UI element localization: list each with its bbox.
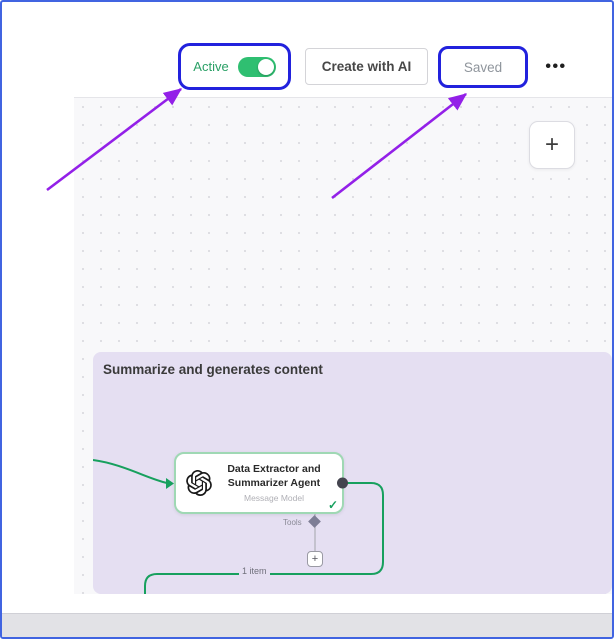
output-connector[interactable]: [337, 477, 348, 489]
node-text: Data Extractor and Summarizer Agent Mess…: [214, 463, 334, 502]
wire-items-label: 1 item: [239, 566, 270, 576]
openai-icon: [186, 470, 212, 496]
success-check-icon: ✓: [327, 498, 338, 512]
connection-wires: [93, 459, 384, 594]
input-wire: [93, 459, 168, 484]
add-tool-button[interactable]: +: [307, 551, 323, 567]
node-title: Data Extractor and Summarizer Agent: [227, 463, 321, 489]
create-with-ai-button[interactable]: Create with AI: [305, 48, 428, 85]
sticky-note-title: Summarize and generates content: [103, 362, 323, 377]
window-bottom-edge: [2, 613, 612, 637]
toggle-knob: [257, 58, 274, 75]
active-toggle[interactable]: [237, 56, 276, 77]
node-subtitle: Message Model: [243, 492, 304, 503]
input-arrowhead: [166, 478, 174, 489]
tools-connector-label: Tools: [283, 518, 302, 527]
annotation-highlight-active: Active: [178, 43, 291, 90]
active-label: Active: [193, 59, 229, 74]
agent-node[interactable]: Data Extractor and Summarizer Agent Mess…: [174, 452, 348, 514]
more-options-button[interactable]: •••: [538, 53, 574, 81]
sticky-note-group[interactable]: Summarize and generates content Data Ext…: [93, 352, 612, 594]
output-wire: [144, 482, 384, 594]
add-node-button[interactable]: +: [529, 121, 575, 169]
saved-status[interactable]: Saved: [463, 59, 503, 75]
annotation-highlight-saved: Saved: [438, 46, 528, 88]
